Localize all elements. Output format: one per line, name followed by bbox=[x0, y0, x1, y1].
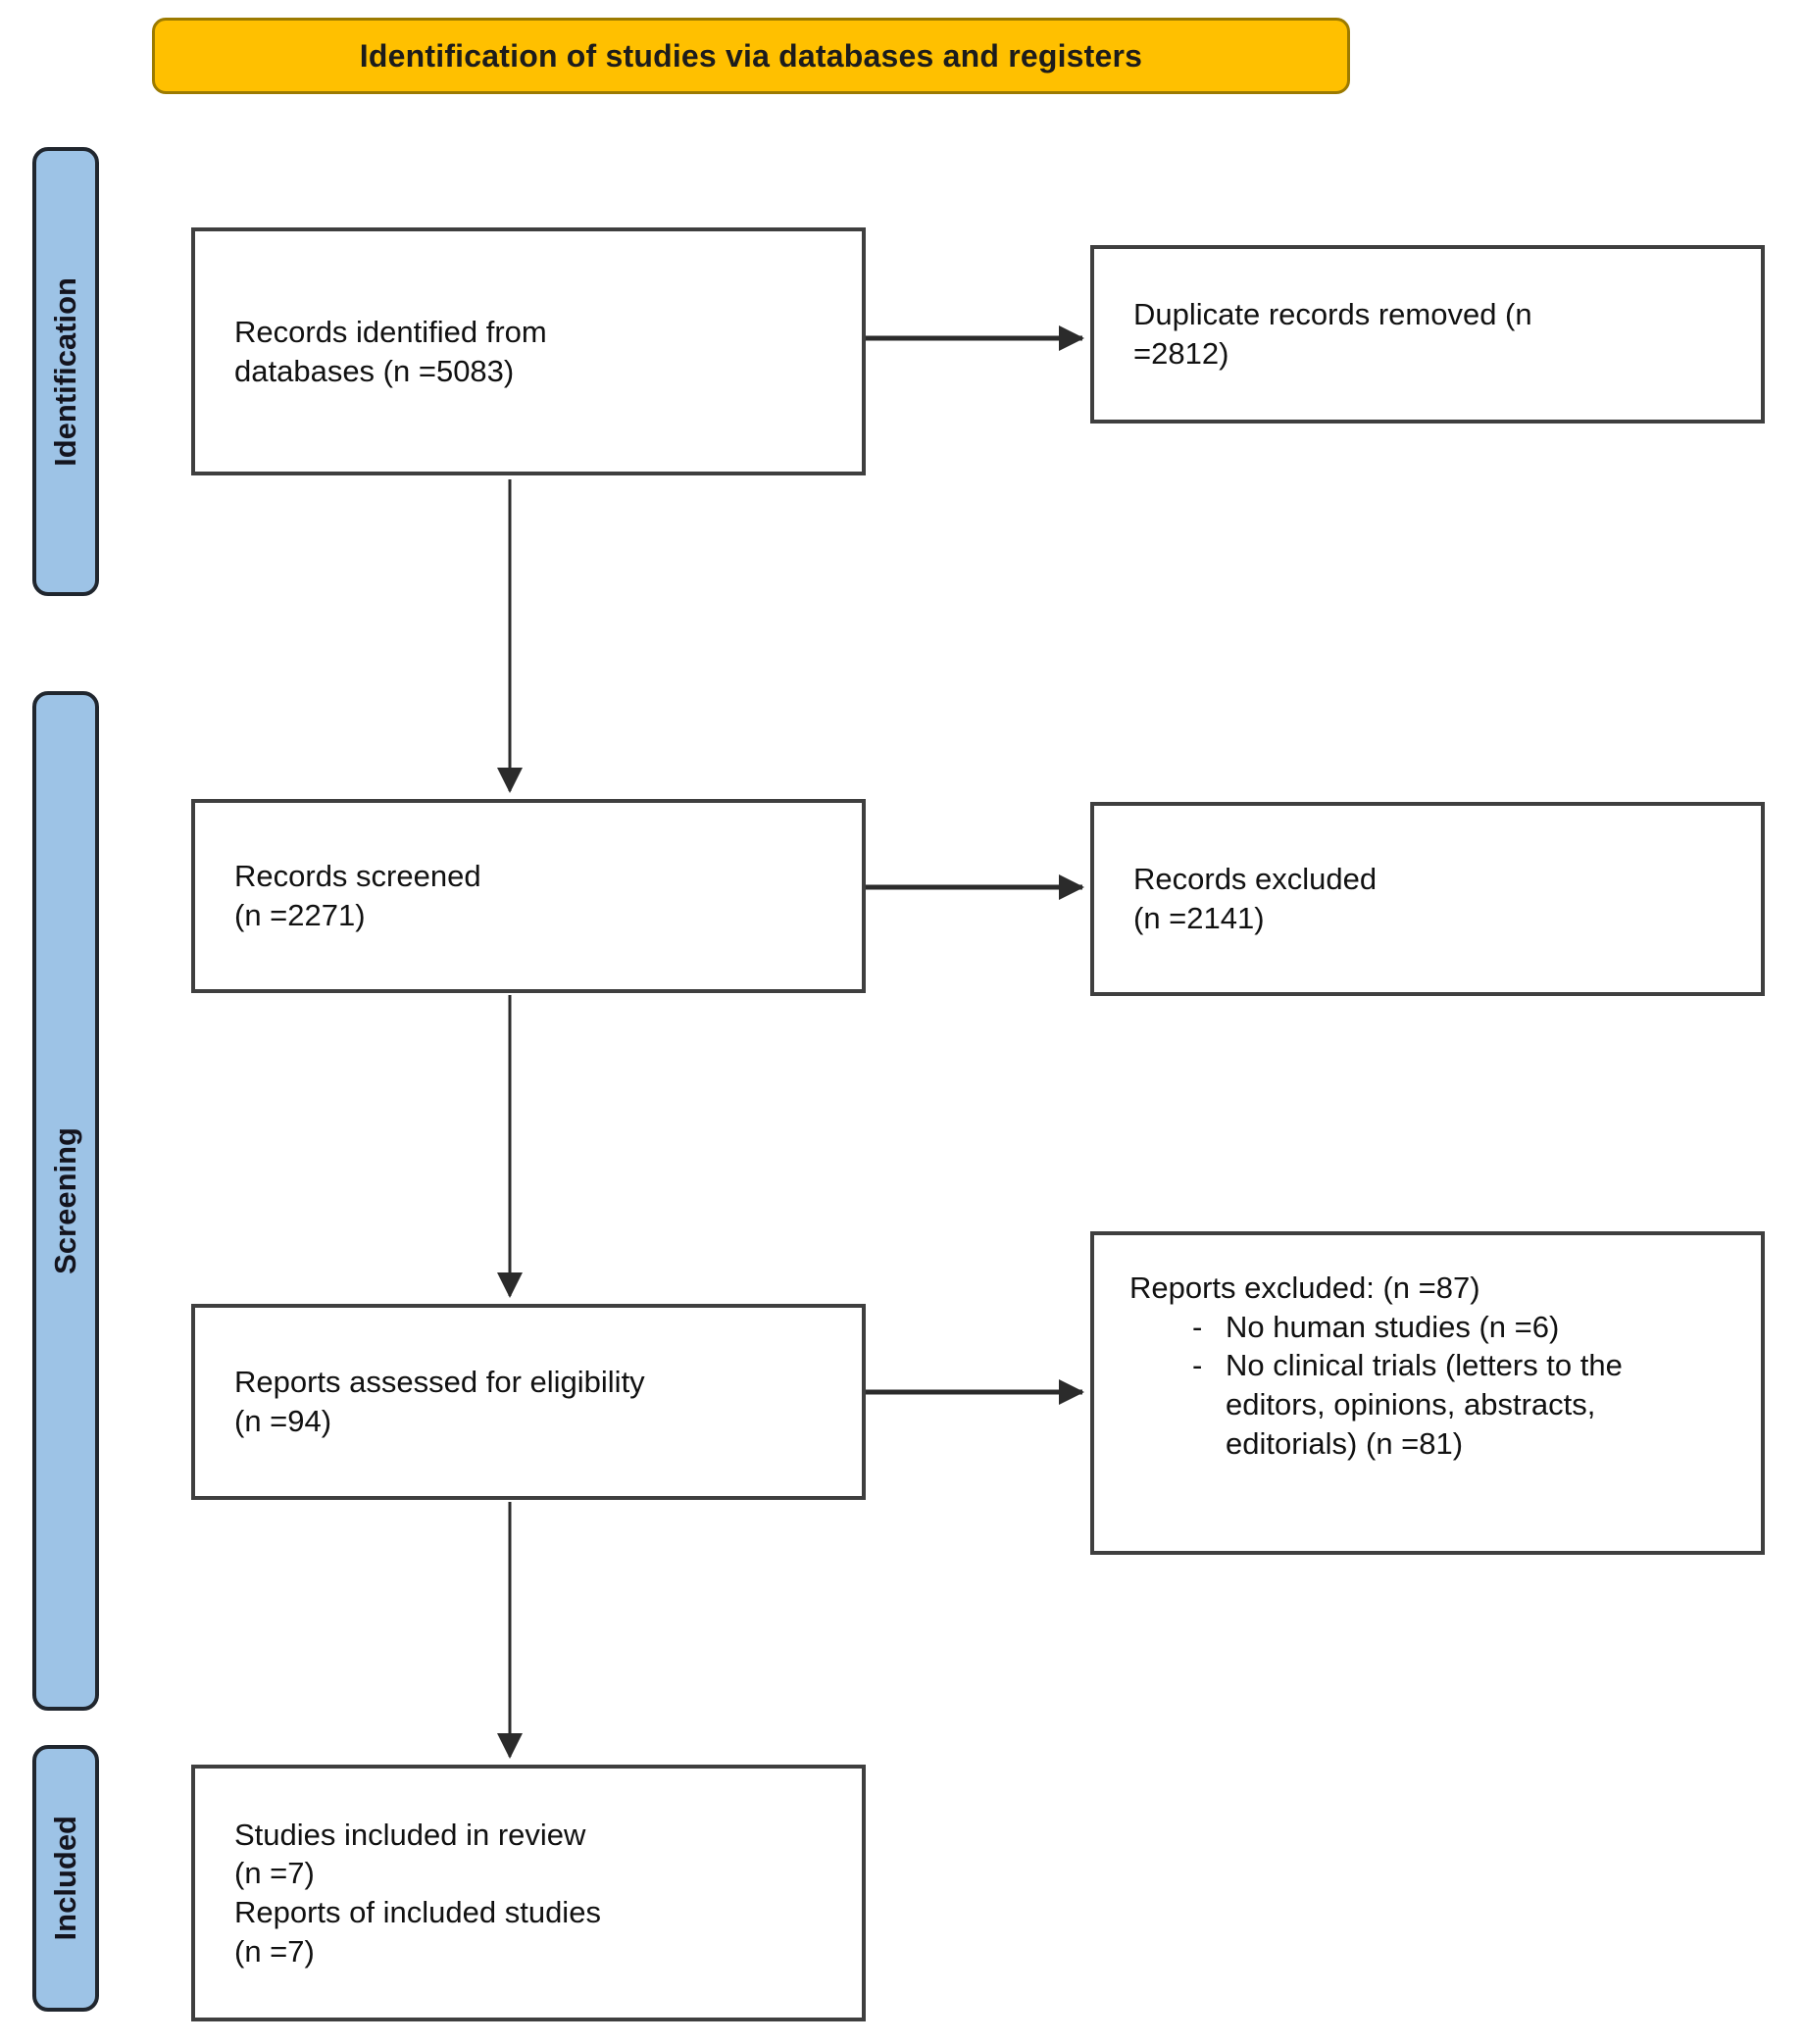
box-text-line: Reports assessed for eligibility bbox=[234, 1365, 645, 1400]
box-text-line: Reports of included studies bbox=[234, 1895, 601, 1929]
stage-label-screening: Screening bbox=[48, 1127, 82, 1274]
box-studies-included: Studies included in review (n =7) Report… bbox=[191, 1765, 866, 2021]
box-reports-excluded: Reports excluded: (n =87) - No human stu… bbox=[1090, 1231, 1765, 1555]
exclusion-reason-item: - No human studies (n =6) bbox=[1129, 1308, 1682, 1347]
box-text-line: (n =2141) bbox=[1133, 901, 1265, 935]
box-title: Reports excluded: (n =87) bbox=[1129, 1271, 1480, 1305]
exclusion-reason-item: - No clinical trials (letters to the edi… bbox=[1129, 1346, 1682, 1463]
exclusion-reason-text: No human studies (n =6) bbox=[1226, 1309, 1560, 1344]
box-text-line: =2812) bbox=[1133, 336, 1229, 371]
diagram-title: Identification of studies via databases … bbox=[359, 37, 1143, 74]
bullet-dash: - bbox=[1192, 1309, 1203, 1344]
box-text-line: databases (n =5083) bbox=[234, 353, 515, 388]
bullet-dash: - bbox=[1192, 1348, 1203, 1383]
box-text-line: Studies included in review bbox=[234, 1817, 586, 1852]
box-duplicates-removed: Duplicate records removed (n =2812) bbox=[1090, 245, 1765, 424]
box-text-line: Records screened bbox=[234, 859, 481, 894]
box-text-line: (n =2271) bbox=[234, 898, 366, 932]
box-text-line: (n =7) bbox=[234, 1856, 315, 1891]
box-records-identified: Records identified from databases (n =50… bbox=[191, 227, 866, 475]
box-text-line: (n =94) bbox=[234, 1404, 332, 1438]
box-text-line: Records excluded bbox=[1133, 862, 1378, 897]
box-text-line: (n =7) bbox=[234, 1933, 315, 1969]
stage-bar-included: Included bbox=[32, 1745, 99, 2012]
box-records-screened: Records screened (n =2271) bbox=[191, 799, 866, 993]
box-text-line: Records identified from bbox=[234, 314, 547, 349]
stage-label-identification: Identification bbox=[48, 276, 82, 467]
box-records-excluded: Records excluded (n =2141) bbox=[1090, 802, 1765, 996]
box-text-line: Duplicate records removed (n bbox=[1133, 297, 1532, 332]
stage-bar-identification: Identification bbox=[32, 147, 99, 596]
diagram-title-banner: Identification of studies via databases … bbox=[152, 18, 1350, 94]
box-reports-assessed: Reports assessed for eligibility (n =94) bbox=[191, 1304, 866, 1500]
stage-label-included: Included bbox=[48, 1816, 82, 1941]
stage-bar-screening: Screening bbox=[32, 691, 99, 1711]
exclusion-reason-text: No clinical trials (letters to the edito… bbox=[1226, 1348, 1623, 1461]
